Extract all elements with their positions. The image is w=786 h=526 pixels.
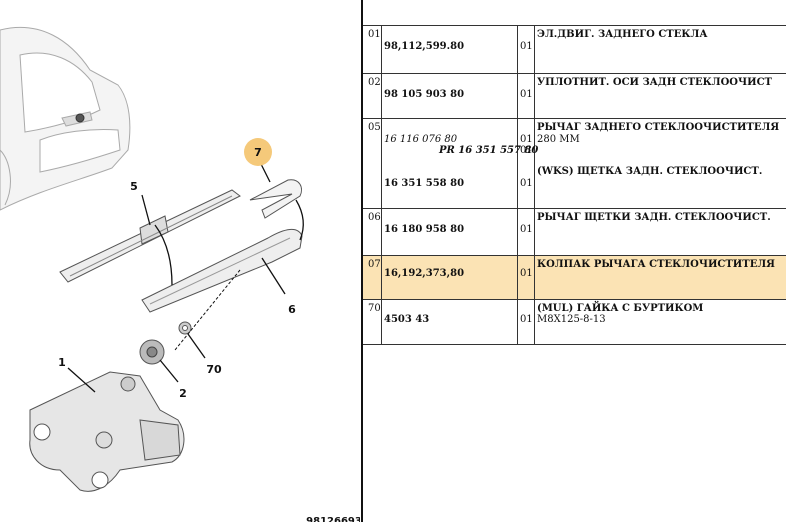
leader-lines [67,157,304,393]
part-description: РЫЧАГ ЩЕТКИ ЗАДН. СТЕКЛООЧИСТ. [537,212,771,223]
col-divider [517,25,518,345]
row-divider [363,208,786,209]
qty-cell: 01 [520,224,533,235]
qty-cell: 01 [520,178,533,189]
part-spec: M8X125-8-13 [537,314,606,325]
panel-divider [361,0,363,522]
replacement-part-number: PR 16 351 557 80 [439,145,539,156]
callout-2: 2 [179,387,187,400]
ref-cell: 05 [368,122,381,133]
part-description: (MUL) ГАЙКА С БУРТИКОМ [537,303,704,314]
callout-70: 70 [206,363,222,376]
row-divider [363,299,786,300]
callout-6: 6 [288,303,296,316]
qty-cell: 01 [520,89,533,100]
ref-cell: 01 [368,29,381,40]
part-number: 16 116 076 80 [384,134,458,145]
motor-part-1 [29,371,185,492]
wiper-arm-part-6 [141,229,303,313]
row-divider [363,73,786,74]
ref-cell: 06 [368,212,381,223]
col-divider [534,25,535,345]
col-divider [381,25,382,345]
part-number: 16,192,373,80 [384,268,465,279]
highlighted-row-bg [363,255,786,299]
callout-5: 5 [130,180,138,193]
car-rear-illustration [0,26,131,211]
part-description: КОЛПАК РЫЧАГА СТЕКЛОЧИСТИТЕЛЯ [537,259,775,270]
row-divider [363,118,786,119]
part-description: УПЛОТНИТ. ОСИ ЗАДН СТЕКЛООЧИСТ [537,77,772,88]
part-description: (WKS) ЩЕТКА ЗАДН. СТЕКЛООЧИСТ. [537,166,763,177]
row-divider [363,25,786,26]
part-number: 4503 43 [384,314,430,325]
row-divider [363,344,786,345]
qty-cell: 01 [520,145,533,156]
diagram-svg: 7 5 6 2 70 1 98126693 [0,26,362,526]
seal-part-2 [139,339,165,365]
ref-cell: 02 [368,77,381,88]
qty-cell: 01 [520,41,533,52]
part-number: 16 180 958 80 [384,224,465,235]
part-number: 16 351 558 80 [384,178,465,189]
ref-cell: 70 [368,303,381,314]
row-divider [363,255,786,256]
parts-table: 01 98,112,599.80 01 ЭЛ.ДВИГ. ЗАДНЕГО СТЕ… [363,0,786,345]
drawing-number: 98126693 [306,516,360,522]
part-number: 98,112,599.80 [384,41,465,52]
qty-cell: 01 [520,134,533,145]
arm-cap-part-7 [249,179,302,219]
part-description: ЭЛ.ДВИГ. ЗАДНЕГО СТЕКЛА [537,29,708,40]
part-spec: 280 ММ [537,134,580,145]
qty-cell: 01 [520,268,533,279]
exploded-parts-diagram: 7 5 6 2 70 1 98126693 [0,0,362,526]
callout-7: 7 [254,146,262,159]
part-description: РЫЧАГ ЗАДНЕГО СТЕКЛООЧИСТИТЕЛЯ [537,122,780,133]
ref-cell: 07 [368,259,381,270]
nut-part-70 [178,321,192,335]
part-number: 98 105 903 80 [384,89,465,100]
callout-1: 1 [58,356,66,369]
callout-7-highlight [244,138,272,166]
qty-cell: 01 [520,314,533,325]
wiper-blade-part-5 [59,189,241,283]
